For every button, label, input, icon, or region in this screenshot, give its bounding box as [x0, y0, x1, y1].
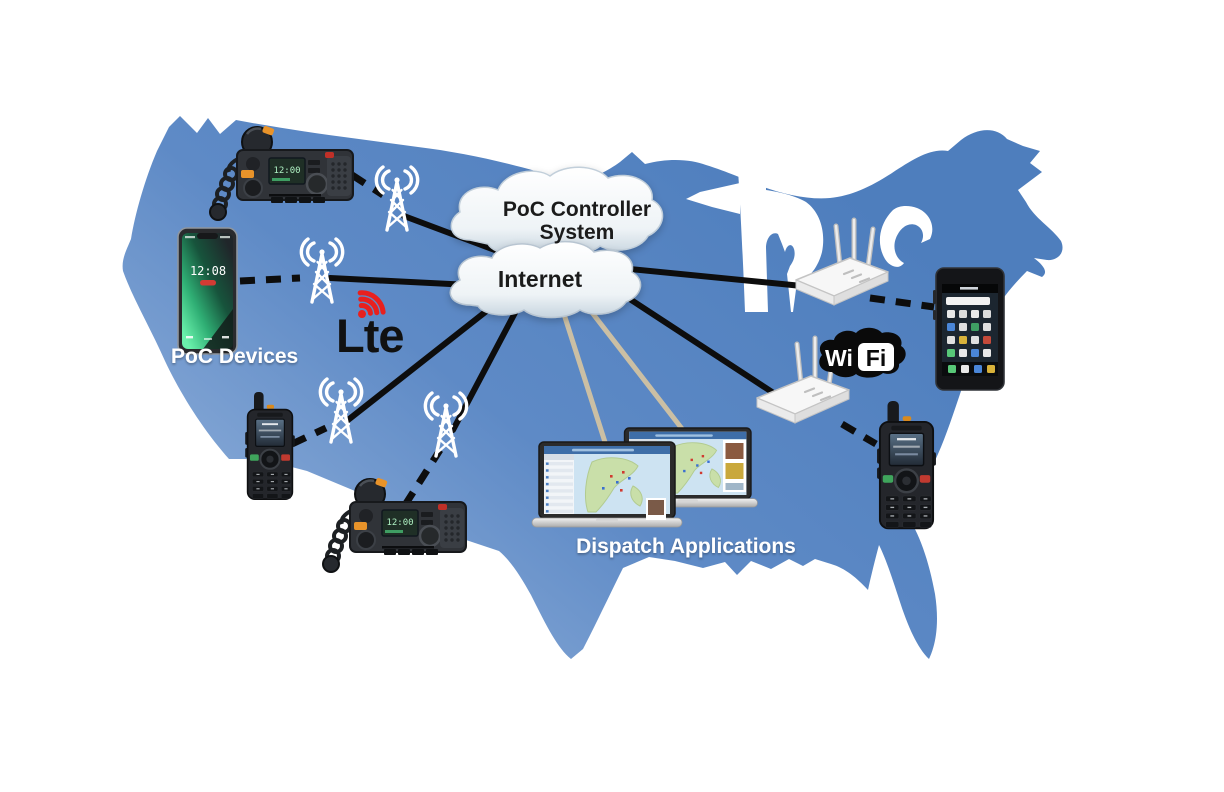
dispatch-laptops	[531, 427, 759, 528]
internet-cloud-label: Internet	[498, 266, 583, 292]
wifi-logo-fi: Fi	[866, 345, 886, 371]
android-smartphone	[933, 267, 1005, 391]
lte-logo-text: Lte	[336, 309, 404, 362]
wifi-logo-wi: Wi	[825, 345, 853, 371]
link-tower1-cloud	[401, 213, 503, 255]
mobile-radio-2: 12:00	[321, 475, 468, 574]
link-cloud-router1	[617, 265, 805, 289]
lte-signal-icon	[357, 290, 386, 318]
link-tower3-cloud	[345, 299, 501, 423]
us-map	[122, 116, 1063, 659]
wireless-phone1-tower2	[239, 274, 301, 285]
wireless-radio2-tower4	[402, 448, 443, 507]
mobile-radio-1-screen-time: 12:00	[273, 166, 300, 176]
wireless-router1-phone2	[869, 294, 935, 311]
laptop-back	[617, 427, 759, 508]
link-cloud-router2	[613, 287, 775, 395]
link-tower4-cloud	[450, 306, 520, 433]
poc-smartphone: 12:08	[177, 227, 238, 355]
link-tower2-cloud	[327, 275, 473, 288]
poc-smartphone-time: 12:08	[190, 264, 226, 278]
northeast-bay	[879, 205, 933, 267]
connection-lines	[239, 172, 935, 507]
phone-notch	[197, 233, 218, 239]
poc-devices-label: PoC Devices	[171, 345, 298, 368]
wifi-logo-fi-box	[858, 343, 894, 371]
poc-cloud-label-line2: System	[540, 221, 615, 244]
lte-logo: Lte	[336, 290, 405, 362]
dispatch-applications-label: Dispatch Applications	[576, 535, 796, 558]
great-lakes	[686, 148, 824, 312]
laptop-front	[531, 441, 683, 528]
michigan-mitten	[766, 233, 795, 312]
wireless-router2-handheld2	[840, 420, 878, 448]
internet-cloud	[449, 240, 642, 319]
wireless-radio1-tower1	[350, 172, 385, 198]
app-grid	[947, 310, 991, 357]
link-cloud-laptop1	[559, 305, 615, 467]
poc-cloud-label-line1: PoC Controller	[503, 198, 651, 221]
wifi-logo: Wi Fi	[819, 327, 906, 378]
wireless-handheld1-tower3	[290, 424, 328, 448]
mobile-radio-1: 12:00	[208, 123, 355, 222]
mobile-radio-2-screen-time: 12:00	[386, 518, 413, 528]
